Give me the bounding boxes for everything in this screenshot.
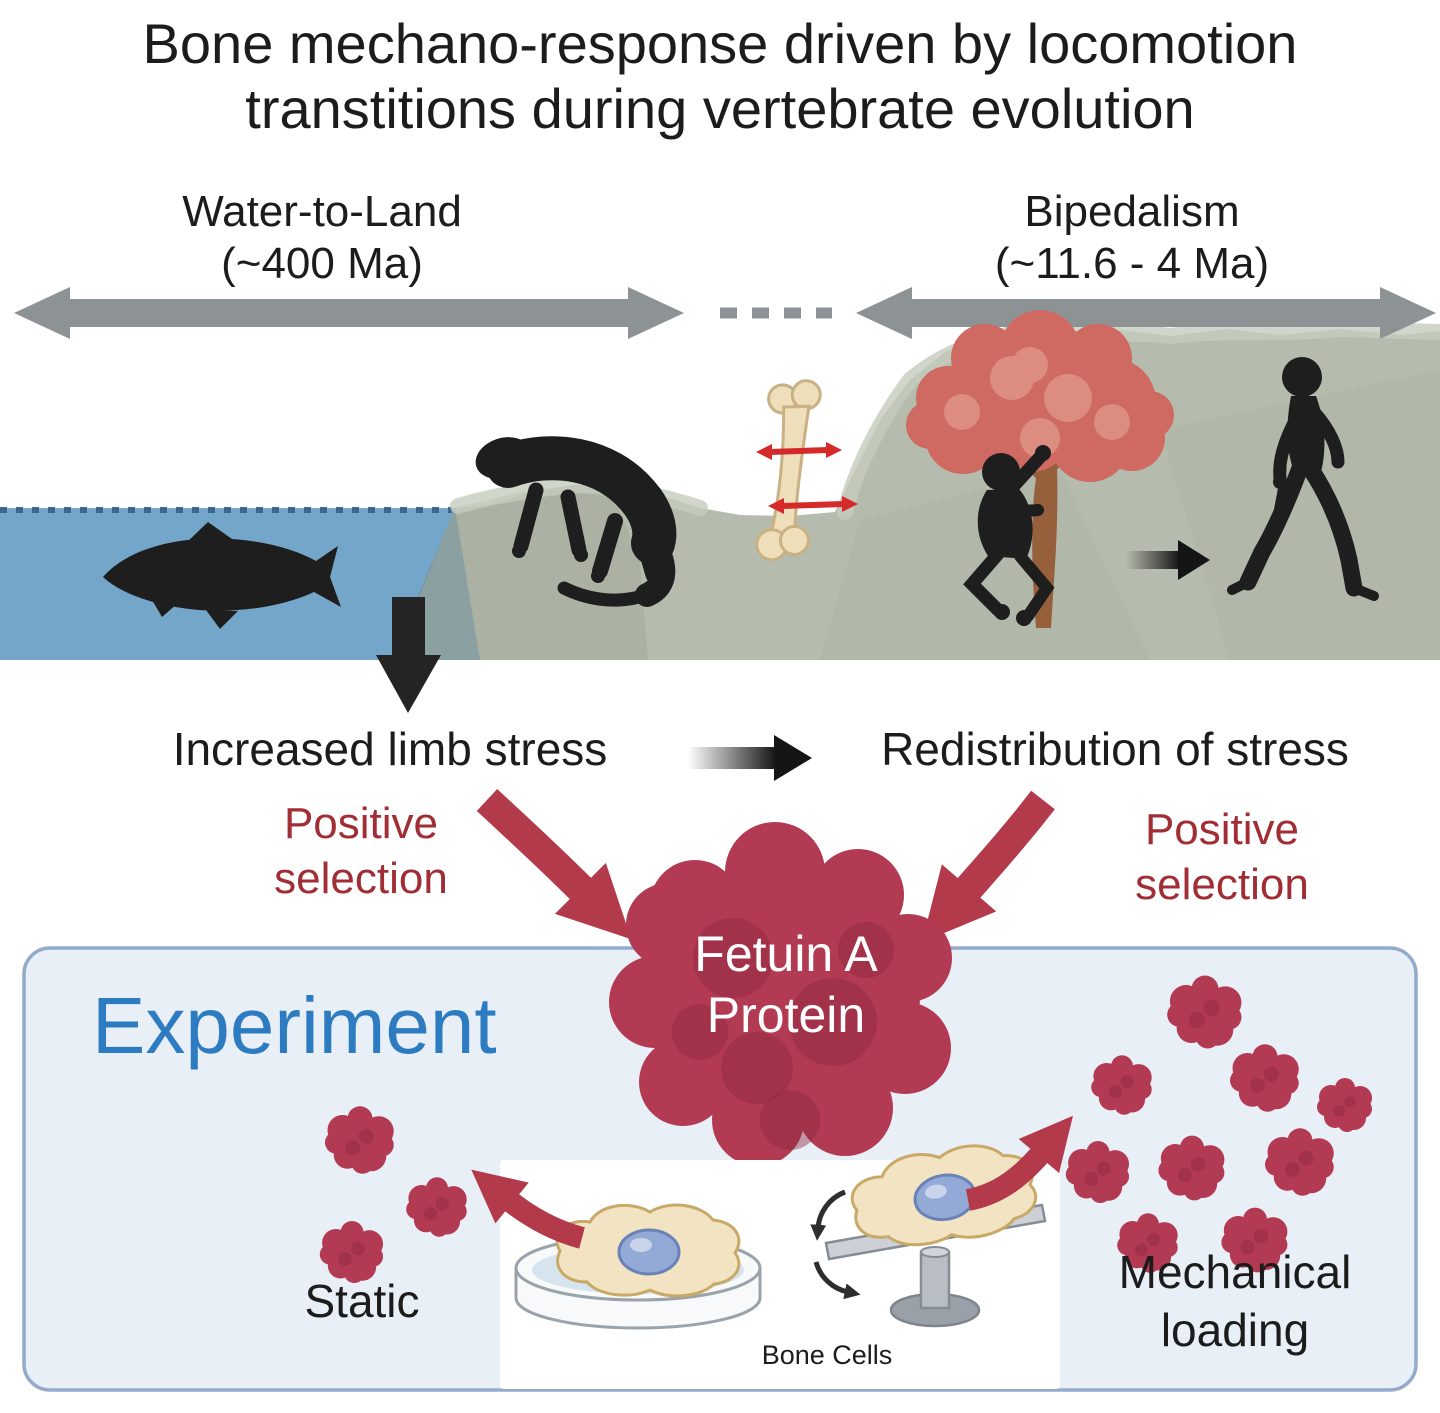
water-to-land-label: Water-to-Land (~400 Ma) (182, 186, 462, 290)
page-title: Bone mechano-response driven by locomoti… (143, 12, 1298, 142)
static-release-arrow-icon (471, 1169, 585, 1249)
ape-to-human-arrow-icon (1126, 540, 1210, 580)
redistribution-of-stress-label: Redistribution of stress (881, 723, 1349, 775)
positive-selection-left-line1: Positive (283, 799, 439, 848)
mechanical-loading-line2: loading (1160, 1303, 1310, 1356)
fish-silhouette-icon (103, 522, 341, 629)
bipedalism-label: Bipedalism (~11.6 - 4 Ma) (995, 186, 1269, 290)
positive-selection-left-label: Positive selection (274, 796, 448, 906)
positive-selection-arrow-left-icon (476, 788, 632, 940)
climbing-ape-silhouette-icon (963, 445, 1055, 626)
bipedalism-time: (~11.6 - 4 Ma) (994, 238, 1270, 288)
water-to-land-arrow-icon (14, 287, 684, 339)
bipedalism-label-text: Bipedalism (1024, 187, 1240, 236)
mechanical-loading-label: Mechanical loading (1119, 1244, 1352, 1359)
increased-limb-stress-label: Increased limb stress (172, 723, 608, 775)
positive-selection-left-line2: selection (274, 854, 448, 903)
water-to-land-time: (~400 Ma) (221, 238, 423, 288)
down-arrow-icon (376, 597, 441, 713)
fetuin-a-protein-label: Fetuin A Protein (694, 924, 877, 1046)
page-title-line2: transtitions during vertebrate evolution (245, 76, 1195, 140)
compression-arrows-icon (756, 442, 858, 514)
salamander-silhouette-icon (475, 436, 677, 607)
positive-selection-arrow-right-icon (921, 790, 1055, 943)
bone-cells-label: Bone Cells (761, 1340, 893, 1370)
static-label: Static (304, 1275, 420, 1327)
fetuin-a-protein-blob-icon (609, 822, 952, 1166)
positive-selection-right-line2: selection (1135, 860, 1309, 909)
water-to-land-label-text: Water-to-Land (182, 187, 462, 236)
page-title-line1: Bone mechano-response driven by locomoti… (142, 12, 1298, 75)
fetuin-a-line2: Protein (706, 987, 866, 1043)
mechanical-loading-line1: Mechanical (1118, 1246, 1352, 1298)
positive-selection-right-label: Positive selection (1135, 802, 1309, 912)
fetuin-a-line1: Fetuin A (694, 926, 878, 982)
walking-human-silhouette-icon (1227, 357, 1379, 601)
positive-selection-right-line1: Positive (1144, 805, 1300, 854)
tree-icon (906, 310, 1174, 628)
loading-release-arrow-icon (965, 1115, 1073, 1211)
experiment-title: Experiment (92, 981, 497, 1070)
bipedalism-arrow-icon (856, 287, 1436, 339)
stress-transition-arrow-icon (688, 735, 812, 781)
